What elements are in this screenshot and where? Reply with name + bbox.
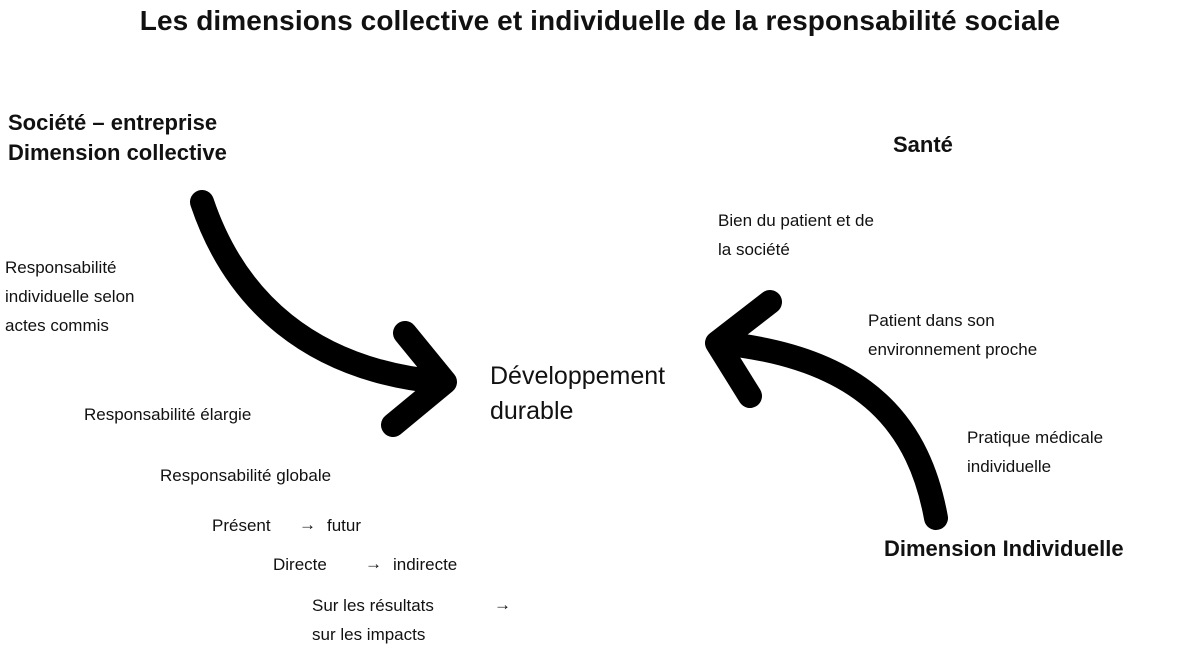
collective-heading-line1: Société – entreprise: [8, 110, 218, 135]
individual-arrow-shaft: [708, 331, 948, 530]
center-label-line1: Développement: [490, 362, 666, 390]
shift-future-label: futur: [327, 516, 362, 535]
collective-heading-line2: Dimension collective: [8, 140, 227, 165]
medical-practice-line1: Pratique médicale: [967, 428, 1104, 447]
patient-environment-line2: environnement proche: [868, 340, 1038, 359]
individual-responsibility-line1: Responsabilité: [5, 258, 117, 277]
collective-arrow: [190, 190, 457, 437]
shift-arrow-icon: →: [494, 595, 511, 614]
broad-responsibility-label: Responsabilité élargie: [84, 405, 252, 424]
shift-present-label: Présent: [212, 516, 271, 535]
patient-environment-line1: Patient dans son: [868, 311, 995, 330]
center-label-line2: durable: [490, 397, 574, 425]
collective-arrow-head: [381, 321, 457, 437]
individual-responsibility-line3: actes commis: [5, 316, 109, 335]
shift-arrow-icon: →: [299, 515, 316, 534]
medical-practice-line2: individuelle: [967, 457, 1052, 476]
shift-impacts-label: sur les impacts: [312, 625, 426, 644]
wellbeing-label-line2: la société: [718, 240, 790, 259]
shift-indirect-label: indirecte: [393, 555, 458, 574]
individual-arrow-head: [705, 290, 782, 408]
individual-responsibility-line2: individuelle selon: [5, 287, 135, 306]
collective-arrow-shaft: [190, 190, 452, 394]
shift-arrow-icon: →: [365, 554, 382, 573]
shift-direct-label: Directe: [273, 555, 327, 574]
health-heading: Santé: [893, 132, 953, 157]
shift-results-label: Sur les résultats: [312, 596, 434, 615]
wellbeing-label-line1: Bien du patient et de: [718, 211, 874, 230]
individual-dimension-heading: Dimension Individuelle: [884, 536, 1124, 561]
individual-arrow: [705, 290, 948, 530]
diagram-title: Les dimensions collective et individuell…: [139, 5, 1061, 36]
global-responsibility-label: Responsabilité globale: [160, 466, 332, 485]
